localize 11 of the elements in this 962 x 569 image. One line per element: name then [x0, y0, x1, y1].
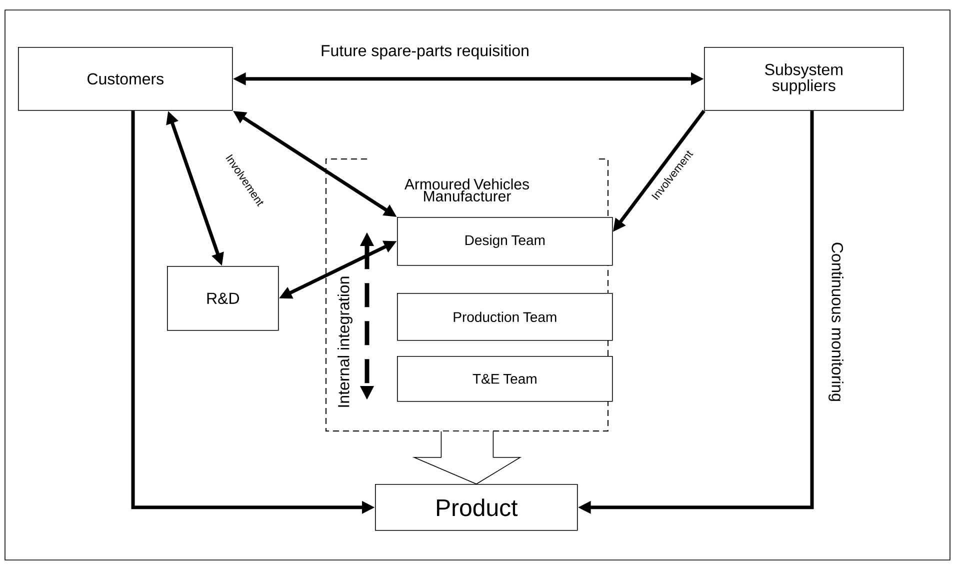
block-arrow — [412, 431, 522, 484]
actor-box: Subsystem suppliers — [704, 47, 904, 111]
text-label: Internal integration — [338, 276, 352, 407]
team-box: Production Team — [397, 293, 613, 341]
team-box: T&E Team — [397, 356, 613, 402]
edge-label: Future spare-parts requisition — [320, 44, 530, 60]
product-box: Product — [375, 484, 578, 531]
process-box: R&D — [167, 266, 279, 331]
actor-box: Customers — [18, 47, 233, 111]
edge-label: Continuous monitoring — [828, 240, 844, 404]
team-box: Design Team — [397, 217, 613, 266]
